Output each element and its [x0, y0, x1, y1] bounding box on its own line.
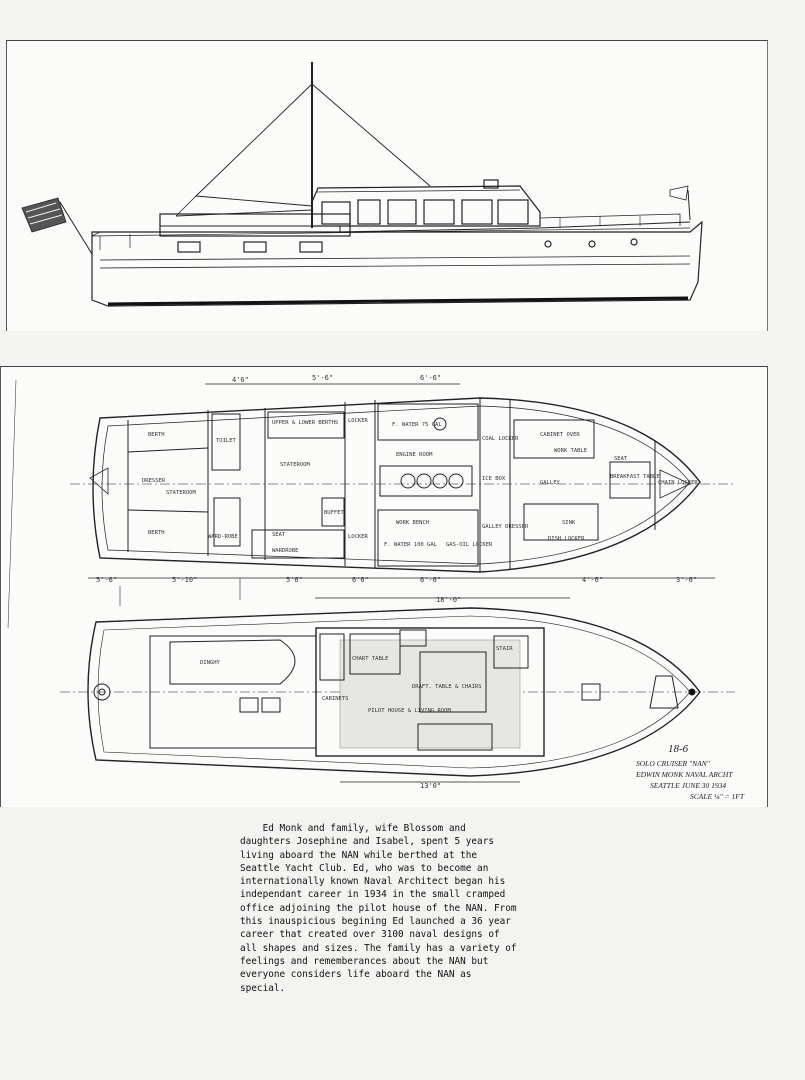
caption-line: Ed Monk and family, wife Blossom and — [240, 823, 466, 834]
label-dresser: DRESSER — [142, 478, 166, 484]
dim-bot-1: 5'-6" — [96, 576, 117, 584]
dim-top-2: 5'-6" — [312, 374, 333, 382]
drawing-number: 18-6 — [668, 743, 689, 755]
label-work-table: WORK TABLE — [554, 448, 587, 454]
label-seat-aft: SEAT — [272, 532, 286, 538]
caption-line: all shapes and sizes. The family has a v… — [240, 942, 517, 954]
pilot-house-plan — [315, 627, 545, 757]
caption-line: independant career in 1934 in the small … — [240, 889, 506, 901]
caption-line: special. — [240, 982, 286, 994]
dim-bot-2: 5'-10" — [172, 576, 197, 584]
label-breakfast-table: BREAKFAST TABLE — [610, 474, 660, 480]
label-toilet: TOILET — [216, 438, 237, 444]
caption-line: daughters Josephine and Isabel, spent 5 … — [240, 836, 494, 848]
caption-line: this inauspicious begining Ed launched a… — [240, 916, 511, 928]
label-stateroom-aft: STATEROOM — [166, 490, 196, 496]
caption-line: office adjoining the pilot house of the … — [240, 902, 517, 914]
label-dish-locker: DISH LOCKER — [548, 536, 585, 542]
label-berth-lower: BERTH — [148, 530, 165, 536]
caption-paragraph: Ed Monk and family, wife Blossom and dau… — [240, 822, 540, 995]
dim-bot-4: 6'6" — [352, 576, 369, 584]
dim-bot-5: 6'-6" — [420, 576, 441, 584]
label-locker-b: LOCKER — [348, 534, 369, 540]
title-line-2: EDWIN MONK NAVAL ARCHT — [635, 770, 733, 779]
caption-line: living aboard the NAN while berthed at t… — [240, 849, 478, 861]
label-fuel-water: F. WATER 75 GAL — [392, 422, 442, 428]
label-coal-locker: COAL LOCKER — [482, 436, 519, 442]
label-sink: SINK — [562, 520, 576, 526]
profile-view-frame — [6, 40, 768, 331]
profile-view — [21, 62, 703, 307]
dim-top-3: 6'-6" — [420, 374, 441, 382]
dim-bot-6: 4'-6" — [582, 576, 603, 584]
label-locker-a: LOCKER — [348, 418, 369, 424]
dim-bot-3: 5'6" — [286, 576, 303, 584]
label-ice-box: ICE BOX — [482, 476, 506, 482]
label-wardrobe: WARDROBE — [272, 548, 299, 554]
label-dinghy: DINGHY — [200, 660, 221, 666]
label-work-bench: WORK BENCH — [396, 520, 429, 526]
dim-top-1: 4'6" — [232, 376, 249, 384]
dim-overall: 18'-0" — [436, 596, 461, 604]
label-berth-upper: BERTH — [148, 432, 165, 438]
caption-line: Seattle Yacht Club. Ed, who was to becom… — [240, 862, 489, 874]
deck-plan-hull — [87, 607, 701, 777]
label-chart-table: CHART TABLE — [352, 656, 388, 662]
label-water-bottom: F. WATER 100 GAL — [384, 542, 438, 548]
label-engine-room: ENGINE ROOM — [396, 452, 433, 458]
aft-cabin-trunk — [159, 213, 351, 237]
label-cabinet-over: CABINET OVER — [540, 432, 580, 438]
accommodation-hull — [92, 397, 701, 573]
label-galley-dresser: GALLEY DRESSER — [482, 524, 529, 530]
label-stair: STAIR — [496, 646, 513, 652]
dim-bot-7: 3'-6" — [676, 576, 697, 584]
title-line-4: SCALE ¼" = 1FT — [690, 792, 745, 801]
plan-views: 4'6" 5'-6" 6'-6" 5'-6" 5'-10" 5'6" 6'6" … — [7, 374, 745, 801]
label-chain-locker: CHAIN LOCKER — [658, 480, 698, 486]
hull-profile — [91, 220, 703, 307]
title-line-1: SOLO CRUISER "NAN" — [636, 759, 711, 768]
label-seat-fwd: SEAT — [614, 456, 628, 462]
caption-line: internationally known Naval Architect be… — [240, 876, 506, 888]
caption-line: everyone considers life aboard the NAN a… — [240, 969, 472, 981]
dim-deck: 13'0" — [420, 782, 441, 790]
label-gas-locker: GAS-OIL LOCKER — [446, 542, 493, 548]
caption-line: career that created over 3100 naval desi… — [240, 929, 500, 941]
caption-line: feelings and rememberances about the NAN… — [240, 955, 489, 967]
label-galley: GALLEY — [540, 480, 561, 486]
label-cabinets: CABINETS — [322, 696, 349, 702]
label-buffet: BUFFET — [324, 510, 345, 516]
label-stateroom-main: STATEROOM — [280, 462, 310, 468]
label-pilot-house: PILOT HOUSE & LIVING ROOM — [368, 708, 451, 714]
label-dinette: DRAFT. TABLE & CHAIRS — [412, 684, 482, 690]
title-line-3: SEATTLE JUNE 30 1934 — [650, 781, 726, 790]
label-upper-lower-berths: UPPER & LOWER BERTHS — [272, 420, 338, 426]
dinghy-outline — [169, 639, 296, 685]
label-wardrobe-aft: WARD-ROBE — [208, 534, 238, 540]
